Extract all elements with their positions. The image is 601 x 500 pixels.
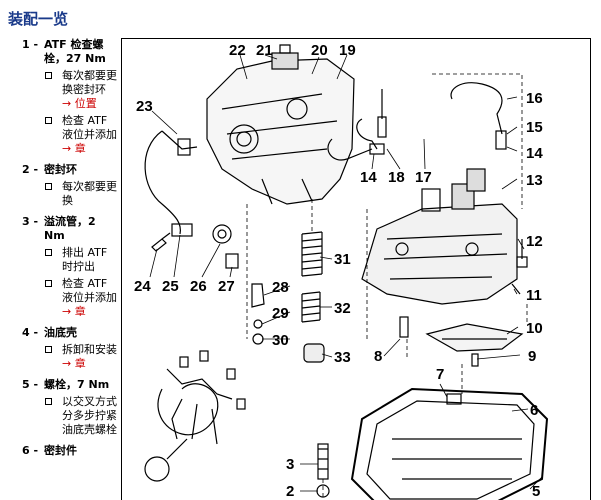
chapter-link[interactable]: → 章: [62, 357, 86, 370]
callout-7: 7: [436, 366, 444, 383]
exploded-view-diagram: 22 21 20 19 23 16 15 14 14 18 17 13 12 1…: [121, 38, 591, 500]
legend-item-6: 6 - 密封件: [0, 444, 118, 458]
legend-subitem: 拆卸和安装 → 章: [44, 343, 118, 371]
legend-item-1: 1 - ATF 检查螺栓，27 Nm 每次都要更换密封环 → 位置 检查 ATF…: [0, 38, 118, 156]
callout-14-left: 14: [360, 169, 377, 186]
legend-item-heading: 密封环: [44, 163, 77, 176]
legend-subitem-text: 以交叉方式分多步拧紧油底壳螺栓: [62, 395, 117, 436]
legend-subitem-text: 检查 ATF 液位并添加: [62, 277, 117, 304]
callout-18: 18: [388, 169, 405, 186]
callout-8: 8: [374, 348, 382, 365]
legend-subitem-text: 每次都要更换密封环: [62, 69, 117, 96]
legend-item-number: 2 -: [22, 163, 39, 176]
callout-29: 29: [272, 305, 289, 322]
legend-item-3: 3 - 溢流管，2 Nm 排出 ATF 时拧出 检查 ATF 液位并添加 → 章: [0, 215, 118, 319]
callout-21: 21: [256, 42, 273, 59]
legend-item-heading: 溢流管，2 Nm: [44, 215, 96, 242]
callout-6: 6: [530, 402, 538, 419]
position-link[interactable]: → 位置: [62, 97, 97, 110]
legend-subitem-text: 排出 ATF 时拧出: [62, 246, 108, 273]
legend-item-2: 2 - 密封环 每次都要更换: [0, 163, 118, 208]
callout-14-right: 14: [526, 145, 543, 162]
square-bullet-icon: [45, 183, 52, 190]
legend-subitem: 每次都要更换密封环 → 位置: [44, 69, 118, 111]
legend-subitem-text: 检查 ATF 液位并添加: [62, 114, 117, 141]
callout-2: 2: [286, 483, 294, 500]
parts-legend: 1 - ATF 检查螺栓，27 Nm 每次都要更换密封环 → 位置 检查 ATF…: [0, 38, 118, 465]
legend-item-number: 4 -: [22, 326, 39, 339]
callout-9: 9: [528, 348, 536, 365]
square-bullet-icon: [45, 72, 52, 79]
callout-23: 23: [136, 98, 153, 115]
legend-subitem: 检查 ATF 液位并添加 → 章: [44, 277, 118, 319]
callout-30: 30: [272, 332, 289, 349]
legend-item-number: 5 -: [22, 378, 39, 391]
callout-25: 25: [162, 278, 179, 295]
callout-16: 16: [526, 90, 543, 107]
callout-3: 3: [286, 456, 294, 473]
square-bullet-icon: [45, 117, 52, 124]
page-title: 装配一览: [8, 10, 69, 28]
callout-10: 10: [526, 320, 543, 337]
callout-17: 17: [415, 169, 432, 186]
square-bullet-icon: [45, 398, 52, 405]
legend-item-heading: 螺栓，7 Nm: [44, 378, 110, 391]
legend-subitem: 每次都要更换: [44, 180, 118, 208]
chapter-link[interactable]: → 章: [62, 305, 86, 318]
legend-item-heading: 油底壳: [44, 326, 77, 339]
callout-12: 12: [526, 233, 543, 250]
callout-13: 13: [526, 172, 543, 189]
legend-item-heading: 密封件: [44, 444, 77, 457]
callout-31: 31: [334, 251, 351, 268]
legend-subitem-text: 每次都要更换: [62, 180, 117, 207]
legend-item-heading: ATF 检查螺栓，27 Nm: [44, 38, 106, 65]
square-bullet-icon: [45, 249, 52, 256]
callout-20: 20: [311, 42, 328, 59]
callout-27: 27: [218, 278, 235, 295]
legend-item-number: 6 -: [22, 444, 39, 457]
chapter-link[interactable]: → 章: [62, 142, 86, 155]
callout-32: 32: [334, 300, 351, 317]
legend-subitem: 排出 ATF 时拧出: [44, 246, 118, 274]
callout-22: 22: [229, 42, 246, 59]
callout-28: 28: [272, 279, 289, 296]
legend-item-number: 1 -: [22, 38, 39, 51]
callout-11: 11: [526, 287, 542, 304]
square-bullet-icon: [45, 280, 52, 287]
legend-subitem: 以交叉方式分多步拧紧油底壳螺栓: [44, 395, 118, 437]
legend-item-5: 5 - 螺栓，7 Nm 以交叉方式分多步拧紧油底壳螺栓: [0, 378, 118, 437]
callout-15: 15: [526, 119, 543, 136]
transmission-exploded-drawing: 22 21 20 19 23 16 15 14 14 18 17 13 12 1…: [134, 42, 549, 500]
legend-subitem-text: 拆卸和安装: [62, 343, 117, 356]
legend-item-4: 4 - 油底壳 拆卸和安装 → 章: [0, 326, 118, 371]
callout-33: 33: [334, 349, 351, 366]
legend-item-number: 3 -: [22, 215, 39, 228]
callout-26: 26: [190, 278, 207, 295]
callout-5: 5: [532, 483, 540, 500]
callout-19: 19: [339, 42, 356, 59]
callout-24: 24: [134, 278, 151, 295]
legend-subitem: 检查 ATF 液位并添加 → 章: [44, 114, 118, 156]
square-bullet-icon: [45, 346, 52, 353]
